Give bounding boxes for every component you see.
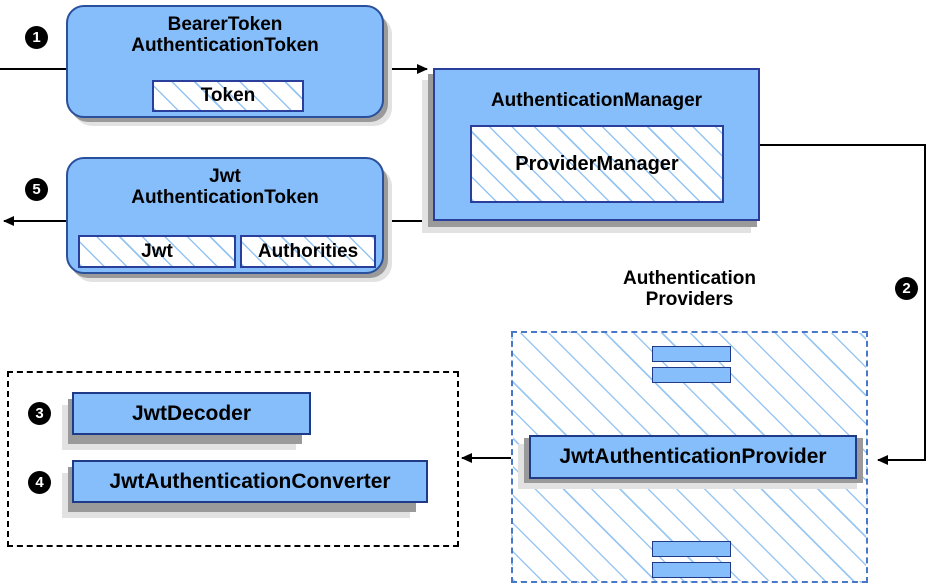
jwt-token-inner-jwt-box: Jwt	[78, 235, 236, 268]
jwt-authentication-converter-box[interactable]: JwtAuthenticationConverter	[72, 460, 428, 503]
step-bullet-4: 4	[28, 471, 51, 494]
jwt-authentication-provider-box[interactable]: JwtAuthenticationProvider	[529, 435, 857, 479]
authentication-manager-box[interactable]: AuthenticationManager ProviderManager	[433, 68, 760, 221]
other-provider-bar-bottom-2	[652, 562, 731, 578]
other-provider-bar-top-2	[652, 367, 731, 383]
authentication-providers-title: Authentication Providers	[623, 268, 756, 311]
step-bullet-3: 3	[28, 402, 51, 425]
provider-manager-inner-box: ProviderManager	[470, 125, 724, 203]
jwt-support-region	[7, 371, 459, 547]
jwt-token-inner-authorities-box: Authorities	[240, 235, 376, 268]
step-bullet-5: 5	[25, 178, 48, 201]
jwt-token-box-title: Jwt AuthenticationToken	[131, 166, 319, 209]
bearer-token-inner-token-box: Token	[152, 80, 304, 112]
bearer-token-authentication-token-box[interactable]: BearerToken AuthenticationToken Token	[66, 5, 384, 118]
authentication-manager-title: AuthenticationManager	[490, 90, 703, 111]
step-bullet-2: 2	[895, 277, 918, 300]
other-provider-bar-top-1	[652, 346, 731, 362]
step-bullet-1: 1	[25, 26, 48, 49]
jwt-authentication-token-box[interactable]: Jwt AuthenticationToken Jwt Authorities	[66, 157, 384, 274]
bearer-token-box-title: BearerToken AuthenticationToken	[131, 14, 319, 57]
jwt-decoder-box[interactable]: JwtDecoder	[72, 392, 311, 435]
other-provider-bar-bottom-1	[652, 541, 731, 557]
